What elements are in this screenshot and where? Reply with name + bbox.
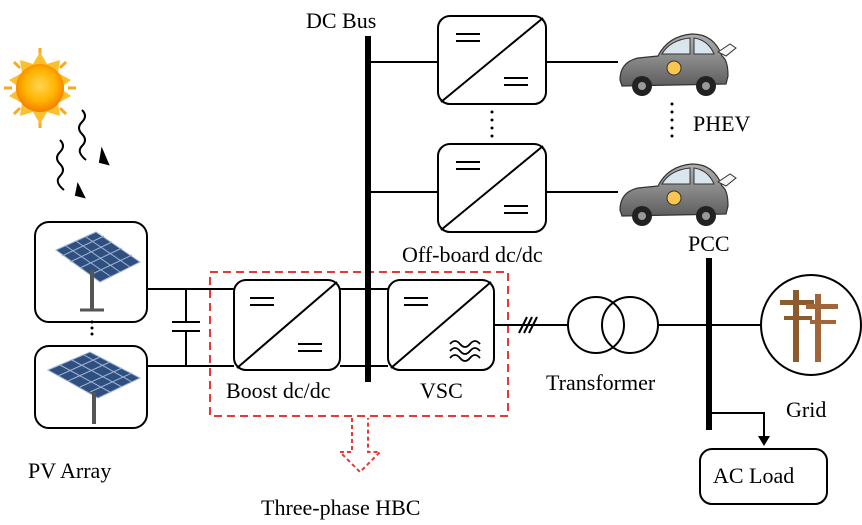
ac-load-box <box>699 448 828 505</box>
hbc-arrow <box>337 418 383 474</box>
electric-car-icon <box>619 33 737 96</box>
pcc-label: PCC <box>688 231 730 256</box>
phev-label: PHEV <box>693 111 751 136</box>
ac-load-feed <box>709 412 770 446</box>
hbc-label: Three-phase HBC <box>261 495 420 520</box>
ac-load-label: AC Load <box>713 463 794 488</box>
offboard-dots <box>490 110 494 138</box>
utility-pole-icon <box>760 274 862 376</box>
boost-converter <box>233 279 341 371</box>
pv-wiring <box>147 288 234 367</box>
bus-offboard-wiring <box>368 61 618 193</box>
sun-icon <box>4 48 76 128</box>
electric-car-icon <box>619 163 737 226</box>
boost-vsc-wiring <box>340 288 388 367</box>
pv-panel-top <box>34 221 148 323</box>
boost-label: Boost dc/dc <box>226 378 331 403</box>
vsc-converter <box>387 279 495 371</box>
transformer-icon <box>567 296 659 354</box>
transformer-label: Transformer <box>546 370 656 395</box>
pv-array-label: PV Array <box>28 458 111 483</box>
sunlight-ray-icon <box>56 109 110 199</box>
pv-panel-bottom <box>34 345 148 429</box>
pv-panel-dots <box>90 320 94 336</box>
hbc-boundary <box>209 271 509 417</box>
dc-bus-label: DC Bus <box>306 8 376 33</box>
offboard-label: Off-board dc/dc <box>402 242 543 267</box>
vsc-label: VSC <box>420 378 463 403</box>
phev-dots <box>670 102 674 138</box>
grid-label: Grid <box>786 397 826 422</box>
offboard-converter-bottom <box>437 143 547 233</box>
ac-wiring <box>494 316 568 334</box>
offboard-converter-top <box>437 15 547 105</box>
